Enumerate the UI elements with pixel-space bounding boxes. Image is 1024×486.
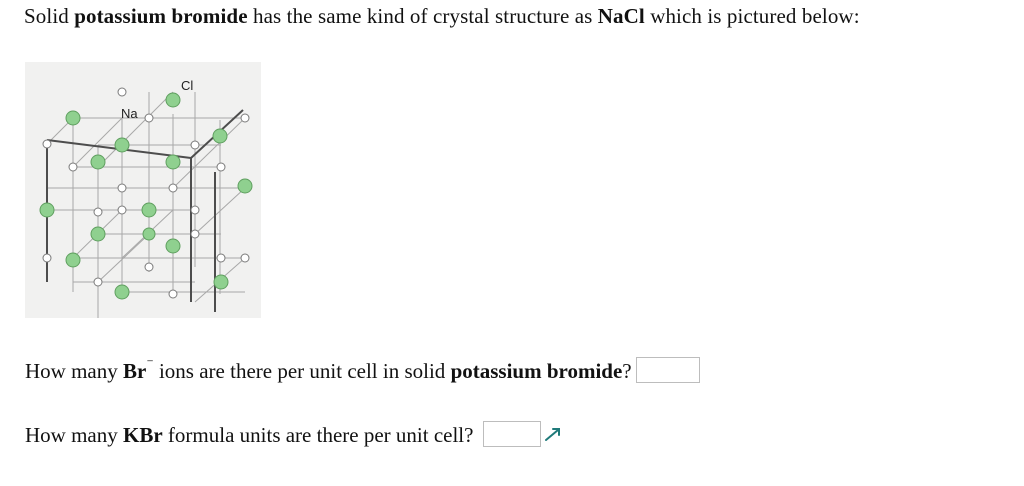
nacl-crystal-figure: Na Cl <box>25 62 261 318</box>
intro-text-1: Solid <box>24 4 75 28</box>
q2-text-3: formula units are there per unit cell? <box>162 423 474 447</box>
q1-text-1: How many <box>25 359 123 383</box>
question-1: How many Br⁻ ions are there per unit cel… <box>25 357 700 386</box>
crystal-lattice-diagram: Na Cl <box>39 78 253 318</box>
q2-kbr: KBr <box>123 423 163 447</box>
q1-charge: ⁻ <box>146 357 154 372</box>
q1-br: Br <box>123 359 147 383</box>
intro-nacl: NaCl <box>597 4 645 28</box>
label-na: Na <box>121 106 138 121</box>
na-atoms <box>42 87 250 299</box>
pencil-arrow-icon <box>543 424 563 442</box>
intro-text-3: has the same kind of crystal structure a… <box>247 4 598 28</box>
question-2: How many KBr formula units are there per… <box>25 421 563 450</box>
q1-text-3: ions are there per unit cell in solid <box>153 359 451 383</box>
q1-answer-input[interactable] <box>635 357 700 384</box>
q1-potassium-bromide: potassium bromide <box>450 359 623 383</box>
intro-text-5: which is pictured below: <box>644 4 860 28</box>
intro-text: Solid potassium bromide has the same kin… <box>24 4 860 29</box>
q2-text-1: How many <box>25 423 123 447</box>
intro-potassium-bromide: potassium bromide <box>74 4 248 28</box>
label-cl: Cl <box>181 78 193 93</box>
q2-answer-input[interactable] <box>482 421 541 448</box>
cl-atoms <box>39 92 253 300</box>
q1-text-5: ? <box>622 359 632 383</box>
